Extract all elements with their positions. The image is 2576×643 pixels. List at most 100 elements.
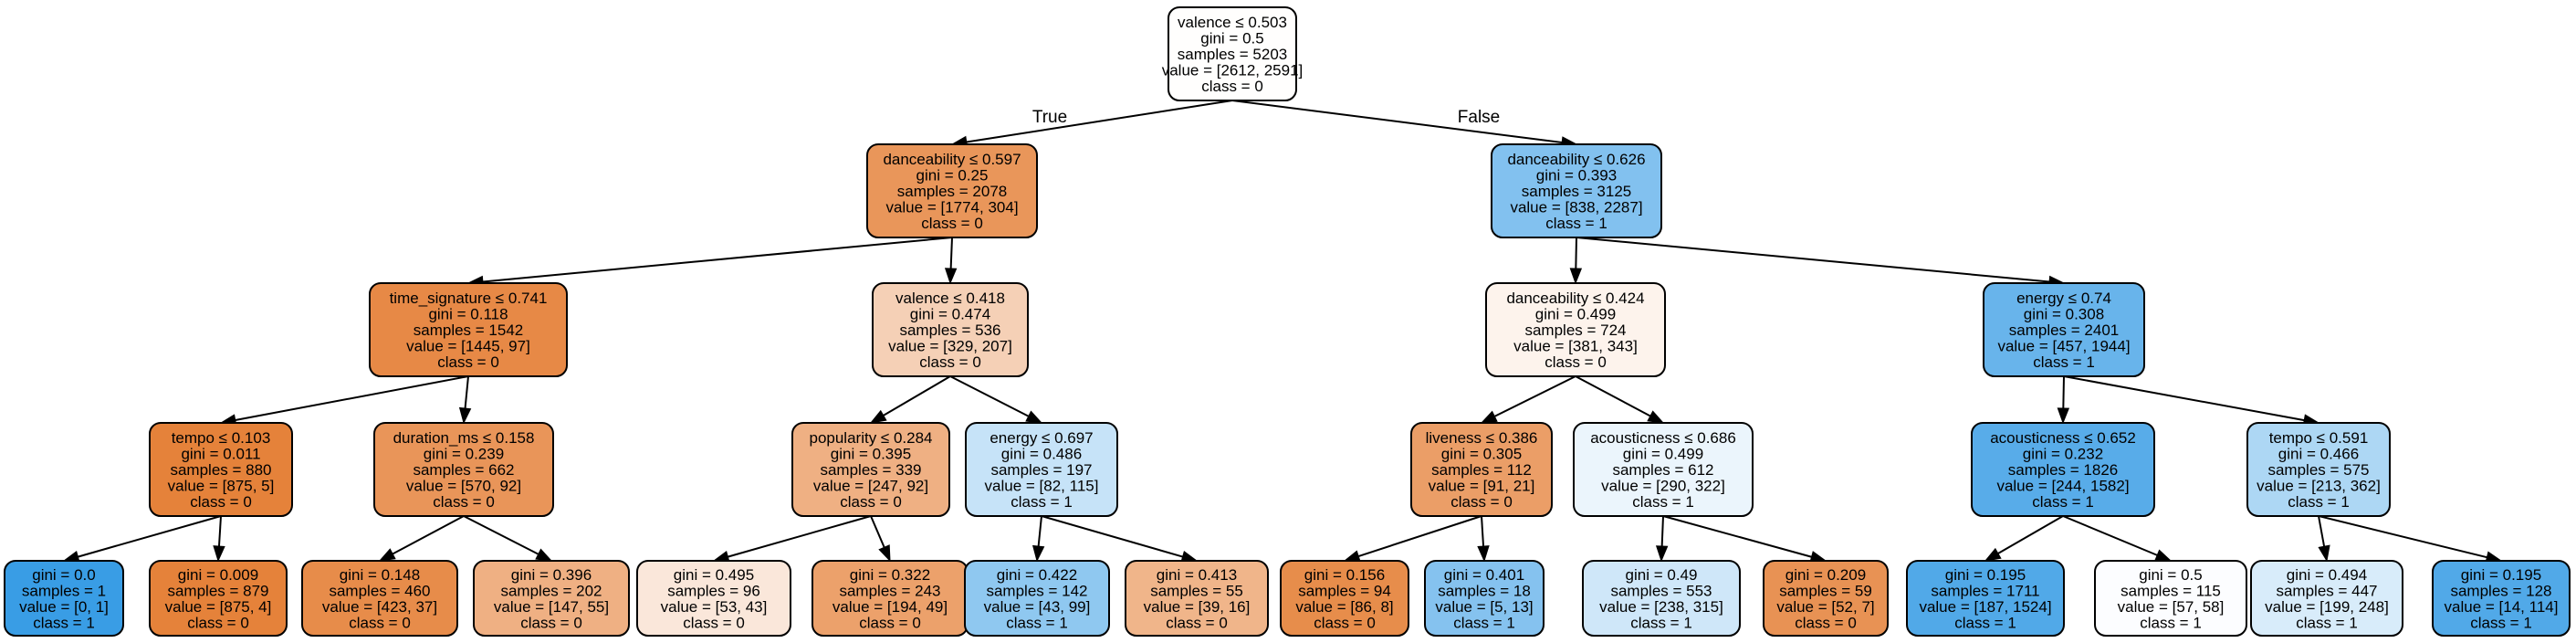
node-line: value = [53, 43]: [661, 598, 768, 616]
arrowhead-n7-n16: [213, 545, 225, 563]
node-line: class = 0: [187, 614, 249, 631]
node-box: [1485, 282, 1666, 377]
node-line: samples = 662: [413, 461, 514, 479]
edge-n11-n24: [1481, 515, 1485, 547]
node-line: gini = 0.396: [511, 566, 592, 584]
node-line: class = 1: [2470, 614, 2532, 631]
node-line: class = 1: [2032, 493, 2094, 511]
node-line: value = [247, 92]: [813, 478, 928, 495]
node-line: class = 1: [1632, 493, 1694, 511]
node-line: samples = 879: [167, 582, 268, 599]
node-box: [1424, 560, 1545, 637]
node-box: [1763, 560, 1889, 637]
node-line: samples = 1: [22, 582, 106, 599]
node-line: value = [570, 92]: [406, 478, 521, 495]
node-line: samples = 96: [667, 582, 760, 599]
edge-n1-n4: [949, 237, 953, 269]
node-line: gini = 0.49: [1626, 566, 1698, 584]
edge-n0-n2: [1231, 100, 1563, 143]
node-box: [1906, 560, 2065, 637]
node-line: gini = 0.195: [2461, 566, 2541, 584]
node-line: popularity ≤ 0.284: [809, 429, 932, 447]
node-line: samples = 202: [500, 582, 602, 599]
node-line: tempo ≤ 0.103: [172, 429, 271, 447]
node-line: value = [199, 248]: [2265, 598, 2389, 616]
node-line: class = 0: [1795, 614, 1857, 631]
edge-n3-n7: [235, 375, 469, 422]
node-line: gini = 0.5: [2139, 566, 2202, 584]
edge-n8-n18: [463, 515, 539, 555]
arrowhead-n2-n5: [1569, 268, 1583, 285]
node-line: value = [86, 8]: [1295, 598, 1393, 616]
arrowhead-n9-n20: [878, 544, 891, 563]
arrowhead-n13-n27: [1984, 547, 2002, 562]
node-box: [965, 422, 1118, 517]
node-line: gini = 0.422: [997, 566, 1077, 584]
node-line: gini = 0.195: [1945, 566, 2026, 584]
node-box: [473, 560, 630, 637]
node-line: class = 0: [1450, 493, 1513, 511]
node-line: value = [43, 99]: [984, 598, 1091, 616]
arrowhead-n8-n18: [535, 548, 553, 562]
node-line: samples = 142: [986, 582, 1087, 599]
node-line: class = 0: [349, 614, 411, 631]
node-line: class = 1: [1630, 614, 1692, 631]
node-line: danceability ≤ 0.424: [1506, 290, 1644, 307]
node-line: class = 0: [840, 493, 902, 511]
edge-n13-n27: [1997, 515, 2064, 554]
node-line: class = 0: [919, 353, 981, 371]
arrowhead-n4-n9: [869, 409, 887, 424]
edge-n7-n15: [78, 515, 222, 558]
node-line: gini = 0.486: [1001, 446, 1082, 463]
node-line: danceability ≤ 0.626: [1507, 151, 1645, 168]
node-line: valence ≤ 0.503: [1178, 14, 1287, 31]
node-line: value = [1774, 304]: [885, 199, 1018, 216]
node-line: samples = 880: [170, 461, 271, 479]
node-box: [1168, 6, 1297, 101]
edge-n4-n9: [883, 375, 951, 416]
node-line: value = [39, 16]: [1144, 598, 1251, 616]
node-box: [872, 282, 1029, 377]
node-line: time_signature ≤ 0.741: [390, 290, 548, 307]
node-line: gini = 0.393: [1536, 167, 1617, 184]
edge-label-true: True: [1032, 108, 1067, 127]
node-box: [2250, 560, 2403, 637]
edge-n5-n12: [1575, 375, 1651, 417]
node-box: [373, 422, 554, 517]
node-line: value = [91, 21]: [1429, 478, 1535, 495]
node-line: gini = 0.232: [2023, 446, 2103, 463]
node-line: class = 0: [1201, 78, 1263, 95]
node-line: samples = 724: [1524, 322, 1626, 339]
node-line: liveness ≤ 0.386: [1426, 429, 1538, 447]
node-line: class = 0: [859, 614, 921, 631]
node-line: gini = 0.499: [1535, 306, 1616, 323]
node-line: gini = 0.308: [2024, 306, 2104, 323]
arrowhead-n6-n13: [2057, 407, 2070, 425]
edge-n10-n21: [1037, 515, 1042, 547]
node-line: value = [290, 322]: [1601, 478, 1725, 495]
node-line: value = [82, 115]: [985, 478, 1099, 495]
node-line: value = [5, 13]: [1435, 598, 1533, 616]
node-line: samples = 112: [1431, 461, 1532, 479]
node-line: class = 0: [1166, 614, 1228, 631]
edge-n1-n3: [482, 237, 953, 283]
node-line: class = 0: [520, 614, 582, 631]
edge-label-false: False: [1458, 108, 1500, 127]
edge-n10-n22: [1041, 515, 1183, 558]
node-line: value = [0, 1]: [19, 598, 109, 616]
